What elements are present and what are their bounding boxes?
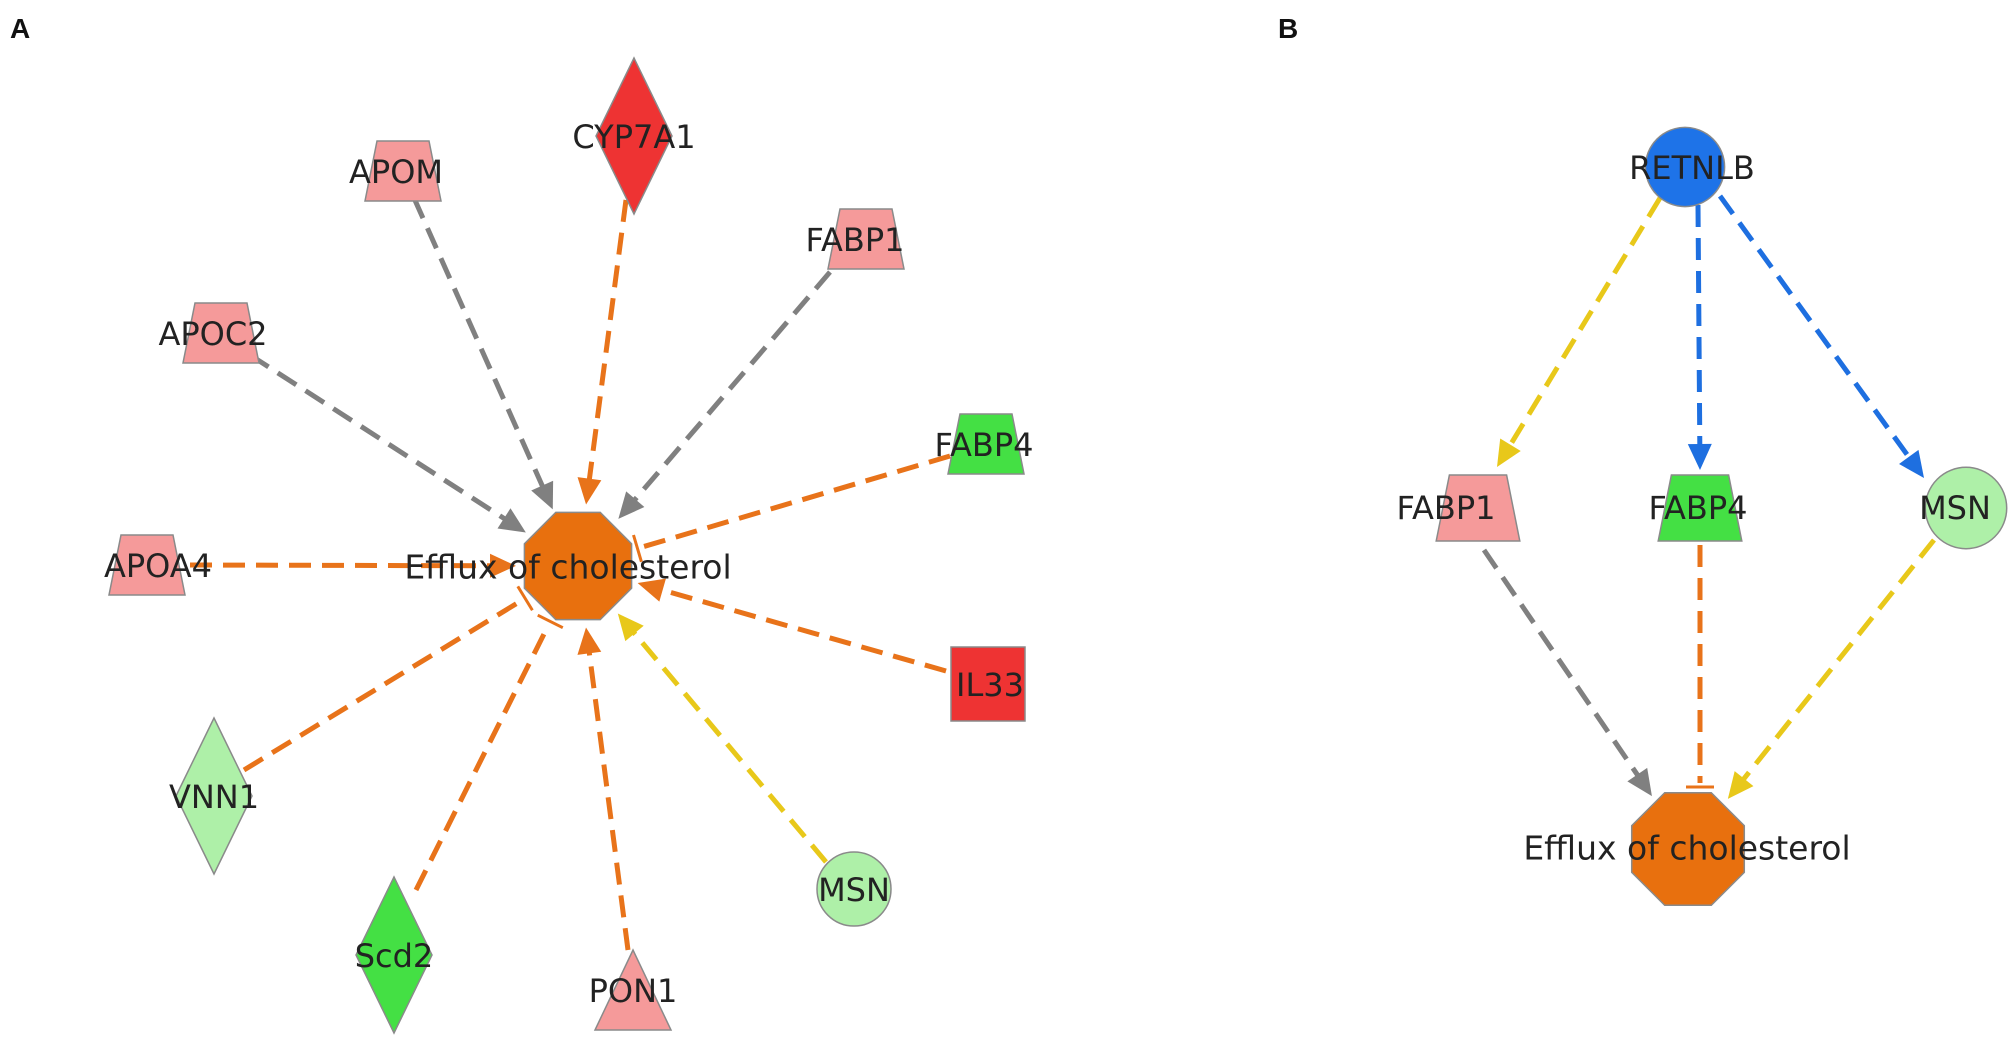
efflux-octagon-shape	[1630, 791, 1746, 907]
edge-cyp7a1-to-efflux	[577, 199, 629, 505]
edge-vnn1-to-efflux-inhibit-bar	[516, 585, 534, 612]
edge-retnlb-to-fabp1-arrowhead	[1497, 438, 1521, 467]
panel-b-center-node[interactable]: Efflux of cholesterol	[1523, 791, 1851, 907]
node-b-fabp4[interactable]: FABP4	[1649, 474, 1748, 542]
node-fabp4[interactable]: FABP4	[935, 413, 1034, 475]
edge-fabp1-to-efflux	[1481, 548, 1652, 797]
node-msn-label: MSN	[818, 871, 890, 909]
node-apoa4[interactable]: APOA4	[104, 534, 212, 596]
node-vnn1-label: VNN1	[169, 778, 259, 816]
node-b-fabp4-trapezoid-shape	[1657, 474, 1743, 542]
node-apoa4-trapezoid-shape	[108, 534, 186, 596]
node-pon1-label: PON1	[589, 972, 678, 1010]
node-b-fabp1-trapezoid-shape	[1435, 474, 1521, 542]
node-apoc2[interactable]: APOC2	[158, 302, 268, 364]
edge-fabp4-to-efflux	[1686, 545, 1714, 789]
edge-retnlb-to-fabp1	[1497, 196, 1663, 467]
edge-apom-to-efflux	[411, 196, 554, 510]
node-fabp1[interactable]: FABP1	[806, 208, 905, 270]
node-il33[interactable]: IL33	[950, 646, 1026, 722]
panel-a-edges	[189, 196, 951, 951]
node-b-fabp1[interactable]: FABP1	[1397, 474, 1521, 542]
node-apoc2-label: APOC2	[158, 315, 267, 353]
edge-fabp1-to-efflux-arrowhead	[618, 491, 645, 519]
edge-pon1-to-efflux-arrowhead	[577, 627, 602, 655]
edge-pon1-to-efflux	[577, 627, 631, 951]
panel-b-edges	[1481, 194, 1936, 799]
panel-b-nodes: RETNLB FABP1 FABP4 MSN	[1397, 126, 2008, 550]
node-apoc2-trapezoid-shape	[182, 302, 260, 364]
edge-apoa4-to-efflux	[189, 553, 517, 578]
edge-scd2-to-efflux	[413, 613, 564, 892]
node-fabp1-trapezoid-shape	[827, 208, 905, 270]
edge-fabp1-to-efflux	[618, 270, 832, 519]
node-cyp7a1[interactable]: CYP7A1	[572, 56, 696, 216]
node-cyp7a1-label: CYP7A1	[572, 118, 695, 156]
panel-b-center-label: Efflux of cholesterol	[1523, 829, 1850, 868]
edge-il33-to-efflux-arrowhead	[637, 578, 666, 602]
node-retnlb-circle-shape	[1644, 126, 1726, 208]
edge-fabp4-to-efflux	[632, 453, 951, 563]
node-b-fabp1-label: FABP1	[1397, 489, 1496, 527]
node-scd2-label: Scd2	[355, 937, 434, 975]
node-b-msn-label: MSN	[1919, 489, 1991, 527]
panel-b: B Efflux of cholesterol RETNLB FABP1 FABP4…	[1278, 13, 2008, 907]
efflux-octagon-shape	[523, 511, 633, 621]
edge-msn-to-efflux-arrowhead	[1727, 771, 1754, 799]
edge-apom-to-efflux-arrowhead	[531, 480, 554, 510]
node-msn[interactable]: MSN	[816, 851, 892, 927]
node-retnlb[interactable]: RETNLB	[1629, 126, 1755, 208]
edge-apoc2-to-efflux	[248, 352, 526, 533]
panel-a-center-label: Efflux of cholesterol	[404, 548, 731, 587]
edge-il33-to-efflux	[637, 578, 947, 674]
panel-b-letter: B	[1278, 13, 1298, 44]
panel-a-center-node[interactable]: Efflux of cholesterol	[404, 511, 732, 621]
edge-fabp1-to-efflux-arrowhead	[1627, 767, 1652, 797]
node-scd2-diamond-shape	[355, 875, 433, 1035]
edge-apoc2-to-efflux-arrowhead	[497, 508, 526, 533]
edge-msn-to-efflux-arrowhead	[617, 613, 644, 642]
node-apom-label: APOM	[349, 153, 443, 191]
edge-cyp7a1-to-efflux-arrowhead	[577, 477, 602, 505]
node-scd2[interactable]: Scd2	[355, 875, 434, 1035]
edge-msn-to-efflux	[1727, 538, 1936, 799]
edge-fabp4-to-efflux-inhibit-bar	[632, 534, 643, 563]
node-b-msn-circle-shape	[1924, 466, 2008, 550]
node-apom[interactable]: APOM	[349, 140, 443, 202]
node-b-fabp4-label: FABP4	[1649, 489, 1748, 527]
node-fabp4-label: FABP4	[935, 426, 1034, 464]
node-cyp7a1-diamond-shape	[595, 56, 673, 216]
node-il33-square-shape	[950, 646, 1026, 722]
edge-retnlb-to-msn	[1717, 194, 1924, 478]
node-vnn1-diamond-shape	[175, 716, 253, 876]
node-apoa4-label: APOA4	[104, 547, 212, 585]
node-pon1-triangle-shape	[593, 948, 673, 1031]
node-fabp1-label: FABP1	[806, 221, 905, 259]
edge-scd2-to-efflux-inhibit-bar	[537, 613, 564, 630]
node-msn-circle-shape	[816, 851, 892, 927]
edge-retnlb-to-fabp4-arrowhead	[1687, 443, 1712, 470]
edge-msn-to-efflux	[617, 613, 828, 864]
node-il33-label: IL33	[956, 666, 1024, 704]
edge-vnn1-to-efflux	[242, 585, 534, 773]
node-vnn1[interactable]: VNN1	[169, 716, 259, 876]
edge-retnlb-to-msn-arrowhead	[1899, 449, 1924, 478]
node-pon1[interactable]: PON1	[589, 948, 678, 1031]
edge-retnlb-to-fabp4	[1687, 204, 1712, 470]
node-apom-trapezoid-shape	[364, 140, 442, 202]
edge-apoa4-to-efflux-arrowhead	[489, 553, 517, 578]
node-fabp4-trapezoid-shape	[947, 413, 1025, 475]
node-b-msn[interactable]: MSN	[1919, 466, 2008, 550]
panel-a-letter: A	[10, 13, 30, 44]
node-retnlb-label: RETNLB	[1629, 149, 1755, 187]
